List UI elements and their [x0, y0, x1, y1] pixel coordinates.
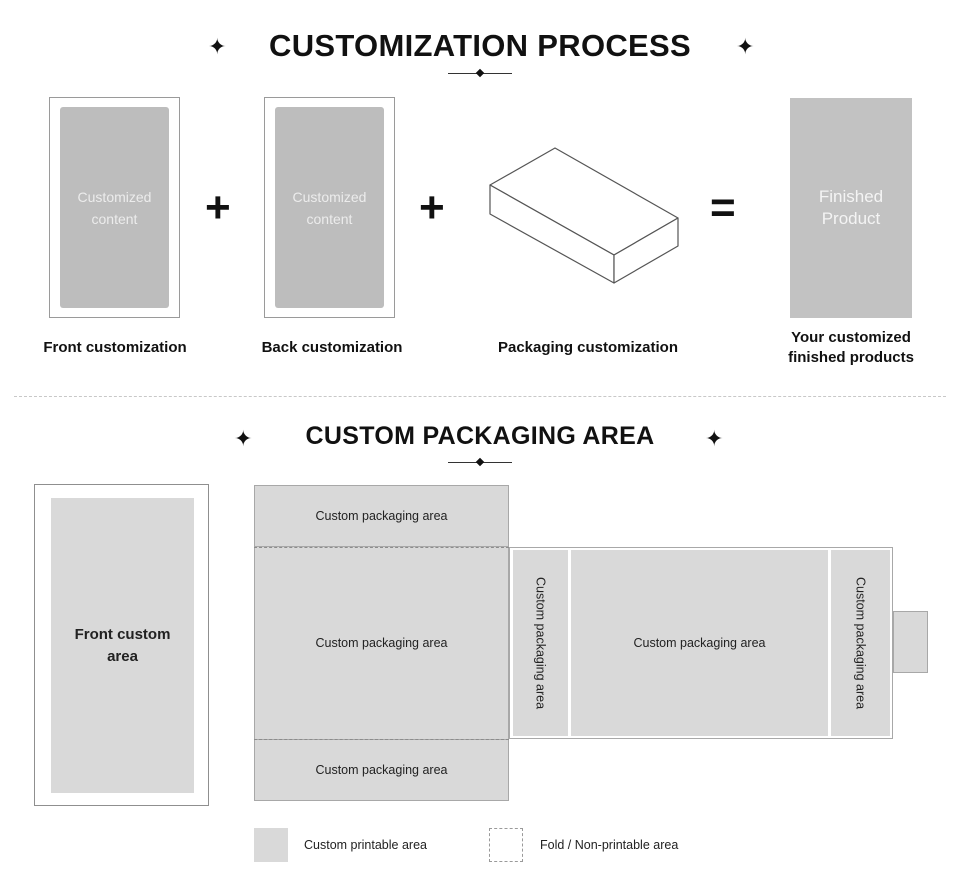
panel-side-1-label: Custom packaging area	[533, 576, 548, 710]
sparkle-star-icon: ✦	[234, 426, 253, 451]
finished-caption: Your customized finished products	[770, 328, 932, 368]
front-area-line1: Front custom	[74, 625, 171, 643]
panel-bottom-flap-label: Custom packaging area	[315, 763, 448, 777]
finished-line1: Finished	[818, 187, 884, 206]
legend-fold-swatch	[489, 828, 523, 862]
finished-caption-line1: Your customized	[791, 329, 911, 346]
glue-tab	[893, 611, 928, 673]
fold-line	[254, 739, 509, 740]
front-card-line1: Customized	[77, 188, 152, 205]
plus-icon: +	[205, 183, 231, 232]
front-area-line2: area	[107, 647, 138, 665]
panel-side-2: Custom packaging area	[831, 550, 890, 736]
sparkle-star-icon: ✦	[705, 426, 724, 451]
packaging-area-title: CUSTOM PACKAGING AREA	[305, 422, 655, 450]
panel-main-right: Custom packaging area	[571, 550, 828, 736]
panel-top-flap: Custom packaging area	[254, 485, 509, 547]
sparkle-star-icon: ✦	[208, 34, 227, 59]
back-card-line1: Customized	[292, 188, 367, 205]
fold-line	[254, 547, 509, 548]
front-caption: Front customization	[43, 339, 187, 356]
plus-icon: +	[419, 183, 445, 232]
finished-line2: Product	[821, 209, 881, 228]
box-3d-icon	[489, 147, 679, 284]
sparkle-star-icon: ✦	[736, 34, 755, 59]
title-underline-diamond	[475, 68, 485, 78]
front-custom-area: Front custom area	[51, 498, 194, 793]
section-divider	[14, 396, 946, 397]
legend-fold-label: Fold / Non-printable area	[540, 838, 679, 852]
front-card-line2: content	[91, 210, 138, 227]
front-card-content: Customized content	[60, 107, 169, 308]
panel-main-left-label: Custom packaging area	[315, 636, 448, 650]
title-underline-diamond	[475, 457, 485, 467]
legend-printable-label: Custom printable area	[304, 838, 427, 852]
equals-icon: =	[710, 183, 736, 232]
packaging-caption: Packaging customization	[497, 339, 679, 356]
panel-main-right-label: Custom packaging area	[633, 636, 766, 650]
finished-caption-line2: finished products	[788, 349, 914, 366]
panel-main-left: Custom packaging area	[254, 547, 509, 739]
process-title: CUSTOMIZATION PROCESS	[269, 28, 691, 63]
back-card-line2: content	[306, 210, 353, 227]
panel-bottom-flap: Custom packaging area	[254, 739, 509, 801]
panel-side-2-label: Custom packaging area	[853, 576, 868, 710]
panel-side-1: Custom packaging area	[513, 550, 568, 736]
panel-top-flap-label: Custom packaging area	[315, 509, 448, 523]
finished-product: Finished Product	[790, 98, 912, 318]
back-card-content: Customized content	[275, 107, 384, 308]
legend-printable-swatch	[254, 828, 288, 862]
back-caption: Back customization	[261, 339, 403, 356]
